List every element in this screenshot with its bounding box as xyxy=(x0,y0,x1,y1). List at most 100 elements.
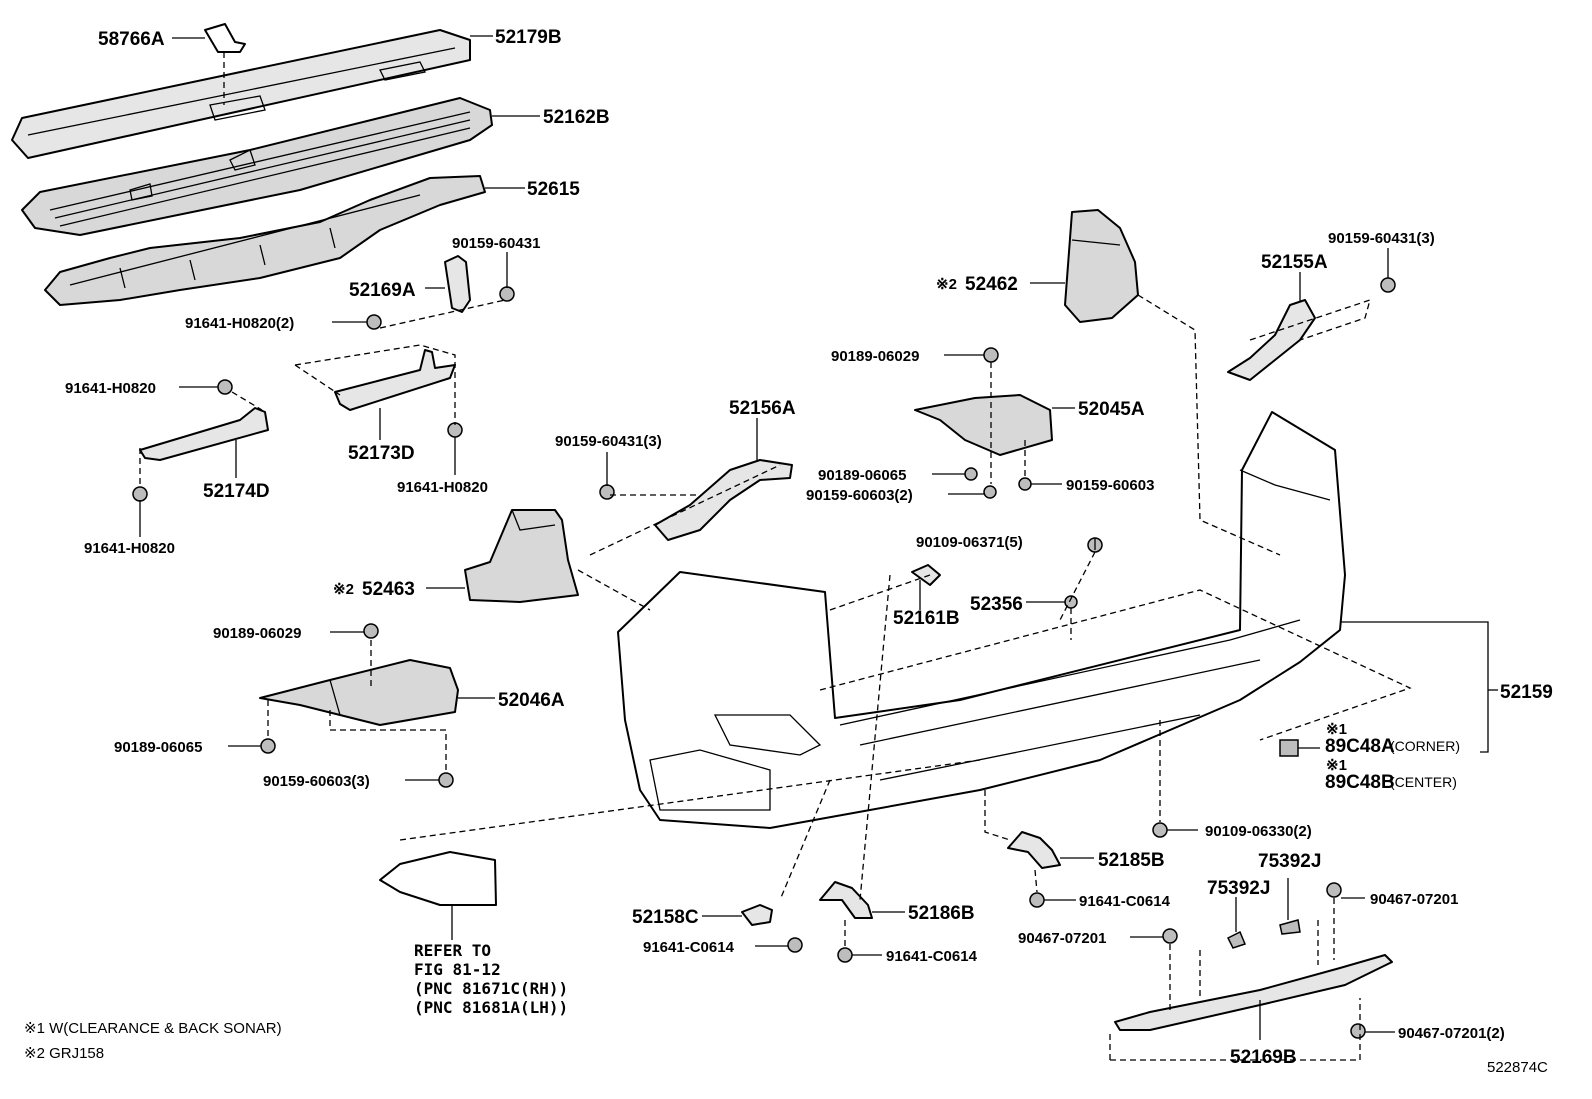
bolt-90159-60431 xyxy=(499,286,515,302)
label-89C48B: 89C48B xyxy=(1325,772,1395,793)
label-90159-60603-3: 90159-60603(3) xyxy=(263,773,370,790)
part-52173D-bracket xyxy=(334,349,456,411)
bolt-90189-06065-a xyxy=(260,738,276,754)
legend-notes: ※1 W(CLEARANCE & BACK SONAR) ※2 GRJ158 xyxy=(24,1020,282,1062)
label-52462: 52462 xyxy=(965,274,1018,295)
bolt-90159-60603-3 xyxy=(438,772,454,788)
mark-2-52462: ※2 xyxy=(936,276,957,293)
label-52162B: 52162B xyxy=(543,107,610,128)
label-90159-60603-2: 90159-60603(2) xyxy=(806,487,913,504)
label-52046A: 52046A xyxy=(498,690,565,711)
label-52159: 52159 xyxy=(1500,682,1553,703)
label-90159-60431-3a: 90159-60431(3) xyxy=(555,433,662,450)
part-58766A-pad xyxy=(204,23,246,53)
label-52155A: 52155A xyxy=(1261,252,1328,273)
clip-52161B xyxy=(911,564,941,586)
label-52156A: 52156A xyxy=(729,398,796,419)
refer-line-2: FIG 81-12 xyxy=(414,960,501,979)
clip-90467-07201-b xyxy=(1326,882,1342,898)
bolt-90189-06065-b xyxy=(964,467,978,481)
part-52462-mudguard xyxy=(1064,209,1139,323)
bolt-91641-H0820-a xyxy=(217,379,233,395)
bolt-91641-H0820-c xyxy=(132,486,148,502)
bolt-90159-60431-3b xyxy=(1380,277,1396,293)
part-52158C-bracket xyxy=(741,904,773,926)
label-58766A: 58766A xyxy=(98,29,165,50)
bolt-90189-06029-b xyxy=(983,347,999,363)
bolt-91641-C0614-a xyxy=(1029,892,1045,908)
label-75392J-a: 75392J xyxy=(1207,878,1270,899)
bolt-90159-60603-2 xyxy=(983,485,997,499)
clip-75392J-b xyxy=(1279,919,1301,935)
label-90467-07201-b: 90467-07201 xyxy=(1370,891,1458,908)
label-90159-60431: 90159-60431 xyxy=(452,235,540,252)
part-52615-absorber-block xyxy=(44,175,486,306)
legend-note-2: ※2 GRJ158 xyxy=(24,1045,104,1062)
label-91641-H0820-c: 91641-H0820 xyxy=(84,540,175,557)
rear-reflector-lamp xyxy=(379,851,497,906)
label-corner: (CORNER) xyxy=(1390,738,1460,754)
label-52173D: 52173D xyxy=(348,443,415,464)
label-52186B: 52186B xyxy=(908,903,975,924)
label-89C48A: 89C48A xyxy=(1325,736,1395,757)
label-90467-07201-2: 90467-07201(2) xyxy=(1398,1025,1505,1042)
bolt-90159-60431-3a xyxy=(599,484,615,500)
part-52169B-moulding xyxy=(1114,954,1393,1031)
label-90467-07201-a: 90467-07201 xyxy=(1018,930,1106,947)
part-52162B-absorber-grille xyxy=(21,97,493,236)
label-90189-06029-b: 90189-06029 xyxy=(831,348,919,365)
refer-line-3: (PNC 81671C(RH)) xyxy=(414,979,568,998)
label-52158C: 52158C xyxy=(632,907,699,928)
label-91641-H0820-2: 91641-H0820(2) xyxy=(185,315,294,332)
part-52155A-bracket xyxy=(1227,299,1316,381)
label-52615: 52615 xyxy=(527,179,580,200)
label-75392J-b: 75392J xyxy=(1258,851,1321,872)
part-52169A-bracket xyxy=(444,255,471,313)
label-91641-C0614-c: 91641-C0614 xyxy=(886,948,978,965)
part-52174D-bracket xyxy=(139,407,269,461)
leader-lines xyxy=(139,35,1498,1040)
label-90159-60603: 90159-60603 xyxy=(1066,477,1154,494)
label-52045A: 52045A xyxy=(1078,399,1145,420)
label-52463: 52463 xyxy=(362,579,415,600)
label-91641-C0614-a: 91641-C0614 xyxy=(1079,893,1171,910)
clip-75392J-a xyxy=(1226,930,1247,949)
clip-90467-07201-a xyxy=(1162,928,1178,944)
label-90189-06065-b: 90189-06065 xyxy=(818,467,906,484)
label-52174D: 52174D xyxy=(203,481,270,502)
label-90109-06330-2: 90109-06330(2) xyxy=(1205,823,1312,840)
part-52179B-reinforcement-cover xyxy=(11,29,471,159)
part-52046A-bracket xyxy=(259,659,459,726)
mark-1-89C48A: ※1 xyxy=(1326,721,1347,738)
part-52185B-bracket xyxy=(1007,831,1061,869)
part-labels: 58766A 52179B 52162B 52615 90159-60431 5… xyxy=(65,27,1553,1068)
label-90189-06029-a: 90189-06029 xyxy=(213,625,301,642)
part-52156A-bracket xyxy=(654,459,793,541)
refer-to-note: REFER TO FIG 81-12 (PNC 81671C(RH)) (PNC… xyxy=(414,941,568,1017)
assembly-dashed-lines xyxy=(139,52,1412,1061)
clip-90467-07201-2 xyxy=(1350,1023,1366,1039)
part-52186B-bracket xyxy=(819,881,873,919)
label-52161B: 52161B xyxy=(893,608,960,629)
label-91641-C0614-b: 91641-C0614 xyxy=(643,939,735,956)
bolt-90189-06029-a xyxy=(363,623,379,639)
part-52045A-bracket xyxy=(914,394,1053,456)
bolt-91641-H0820-2 xyxy=(366,314,382,330)
mark-1-89C48B: ※1 xyxy=(1326,757,1347,774)
mark-2-52463: ※2 xyxy=(333,581,354,598)
part-52159-bumper-cover xyxy=(617,411,1346,829)
legend-note-1: ※1 W(CLEARANCE & BACK SONAR) xyxy=(24,1020,282,1037)
bolt-90159-60603 xyxy=(1018,477,1032,491)
sensor-89C48 xyxy=(1279,739,1299,757)
label-52169A: 52169A xyxy=(349,280,416,301)
part-52463-mudguard xyxy=(464,509,579,603)
bolt-91641-C0614-c xyxy=(837,947,853,963)
bolt-91641-C0614-b xyxy=(787,937,803,953)
figure-code: 522874C xyxy=(1487,1059,1548,1076)
refer-line-4: (PNC 81681A(LH)) xyxy=(414,998,568,1017)
bolt-90109-06330-2 xyxy=(1152,822,1168,838)
label-90159-60431-3b: 90159-60431(3) xyxy=(1328,230,1435,247)
refer-line-1: REFER TO xyxy=(414,941,491,960)
bolt-91641-H0820-b xyxy=(447,422,463,438)
